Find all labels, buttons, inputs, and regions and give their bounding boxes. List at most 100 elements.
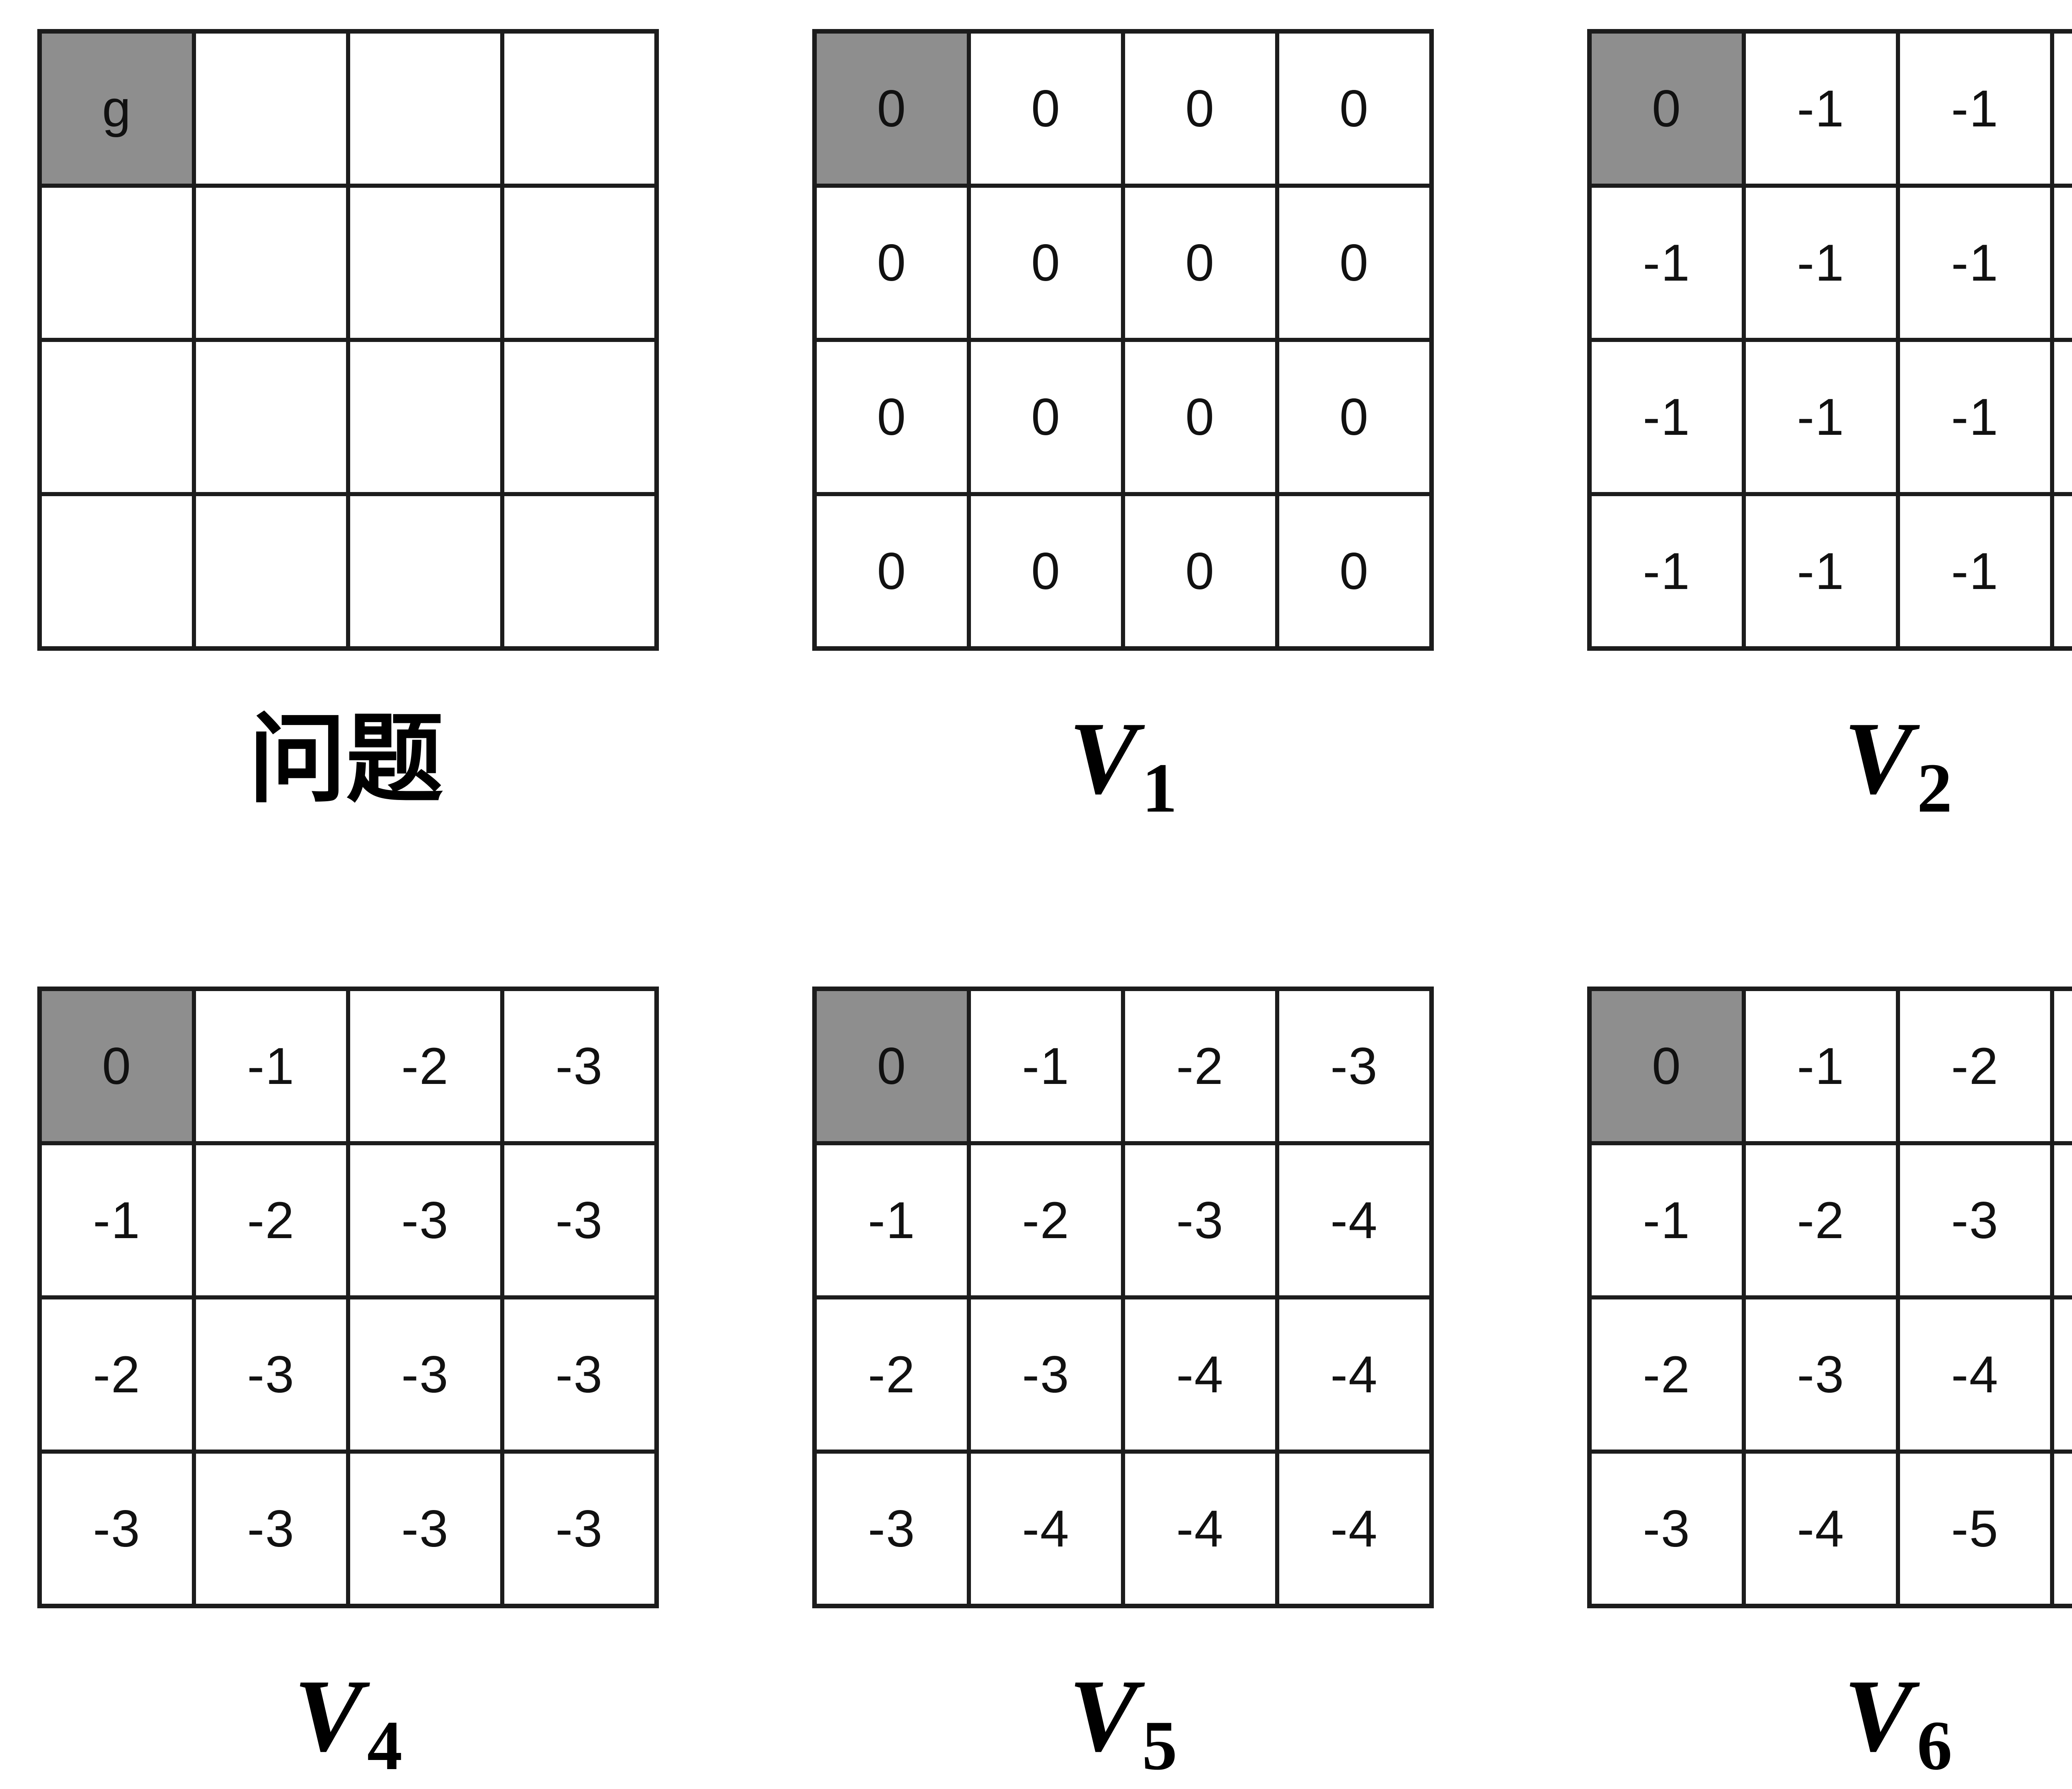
label-text: 问题 — [249, 706, 443, 814]
grid-cell-r2c1: -1 — [1746, 342, 1896, 492]
grid-cell-r0c2: 0 — [1125, 34, 1275, 184]
label-text: V — [1844, 1658, 1913, 1773]
goal-cell-r0c0: 0 — [42, 991, 192, 1141]
grid-cell-r3c3: -1 — [2054, 496, 2072, 646]
grid-cell-r1c2: -3 — [350, 1145, 500, 1295]
grid-cell-r3c1: -3 — [196, 1454, 346, 1604]
grid-cell-r3c0: -3 — [1592, 1454, 1742, 1604]
grid-cell-r3c2: -4 — [1125, 1454, 1275, 1604]
panel-label-problem: 问题 — [37, 696, 659, 821]
label-subscript: 1 — [1142, 749, 1177, 827]
grid-cell-r3c3: -3 — [504, 1454, 654, 1604]
label-subscript: 5 — [1142, 1707, 1177, 1784]
grid-cell-r0c2: -2 — [1900, 991, 2050, 1141]
grid-cell-r3c2 — [350, 496, 500, 646]
panel-problem: g 问题 — [37, 29, 659, 821]
grid-cell-r2c2: -3 — [350, 1299, 500, 1450]
grid-cell-r1c3 — [504, 188, 654, 338]
grid-cell-r3c2: -3 — [350, 1454, 500, 1604]
grid-cell-r3c2: 0 — [1125, 496, 1275, 646]
grid-cell-r2c3: -3 — [504, 1299, 654, 1450]
grid-cell-r2c0: -2 — [42, 1299, 192, 1450]
grid-problem: g — [37, 29, 659, 651]
figure-row-bottom: 0-1-2-3-1-2-3-3-2-3-3-3-3-3-3-3 V4 0-1-2… — [37, 987, 2072, 1784]
goal-cell-r0c0: 0 — [1592, 34, 1742, 184]
grid-cell-r0c3: -3 — [2054, 991, 2072, 1141]
grid-v4: 0-1-2-3-1-2-3-3-2-3-3-3-3-3-3-3 — [37, 987, 659, 1608]
grid-cell-r2c1: -3 — [971, 1299, 1121, 1450]
grid-cell-r2c2: -1 — [1900, 342, 2050, 492]
grid-cell-r1c2: 0 — [1125, 188, 1275, 338]
grid-cell-r2c0: -2 — [1592, 1299, 1742, 1450]
panel-label-v1: V1 — [812, 696, 1434, 827]
grid-cell-r3c1: -4 — [971, 1454, 1121, 1604]
label-text: V — [294, 1658, 363, 1773]
panel-label-v5: V5 — [812, 1654, 1434, 1784]
grid-cell-r3c0: -1 — [1592, 496, 1742, 646]
grid-cell-r2c3 — [504, 342, 654, 492]
grid-cell-r1c1: -2 — [971, 1145, 1121, 1295]
grid-cell-r3c3: -4 — [1279, 1454, 1429, 1604]
grid-cell-r1c2 — [350, 188, 500, 338]
grid-v2: 0-1-1-1-1-1-1-1-1-1-1-1-1-1-1-1 — [1587, 29, 2072, 651]
grid-cell-r0c3: 0 — [1279, 34, 1429, 184]
grid-cell-r2c3: -4 — [1279, 1299, 1429, 1450]
grid-cell-r2c1: -3 — [1746, 1299, 1896, 1450]
grid-cell-r2c1: -3 — [196, 1299, 346, 1450]
grid-cell-r0c1: -1 — [196, 991, 346, 1141]
grid-cell-r1c0: 0 — [817, 188, 967, 338]
grid-cell-r1c1: 0 — [971, 188, 1121, 338]
grid-cell-r1c3: -4 — [1279, 1145, 1429, 1295]
grid-cell-r1c0: -1 — [1592, 1145, 1742, 1295]
grid-cell-r2c3: 0 — [1279, 342, 1429, 492]
grid-cell-r2c3: -1 — [2054, 342, 2072, 492]
grid-cell-r1c1: -2 — [196, 1145, 346, 1295]
grid-cell-r1c0: -1 — [817, 1145, 967, 1295]
panel-label-v2: V2 — [1587, 696, 2072, 827]
grid-cell-r1c1 — [196, 188, 346, 338]
grid-cell-r3c1: -4 — [1746, 1454, 1896, 1604]
grid-cell-r3c0: -3 — [817, 1454, 967, 1604]
panel-v4: 0-1-2-3-1-2-3-3-2-3-3-3-3-3-3-3 V4 — [37, 987, 659, 1784]
grid-cell-r2c1: 0 — [971, 342, 1121, 492]
grid-cell-r3c2: -1 — [1900, 496, 2050, 646]
grid-cell-r2c0 — [42, 342, 192, 492]
grid-cell-r2c0: -2 — [817, 1299, 967, 1450]
label-text: V — [1069, 1658, 1138, 1773]
grid-v5: 0-1-2-3-1-2-3-4-2-3-4-4-3-4-4-4 — [812, 987, 1434, 1608]
grid-cell-r0c3: -3 — [1279, 991, 1429, 1141]
goal-cell-r0c0: 0 — [817, 991, 967, 1141]
grid-cell-r3c3 — [504, 496, 654, 646]
grid-cell-r0c2 — [350, 34, 500, 184]
grid-cell-r1c2: -3 — [1900, 1145, 2050, 1295]
grid-cell-r0c1: 0 — [971, 34, 1121, 184]
grid-cell-r3c1: -1 — [1746, 496, 1896, 646]
label-subscript: 4 — [367, 1707, 402, 1784]
grid-cell-r1c3: -3 — [504, 1145, 654, 1295]
grid-cell-r1c2: -1 — [1900, 188, 2050, 338]
grid-cell-r2c1 — [196, 342, 346, 492]
grid-cell-r0c2: -2 — [350, 991, 500, 1141]
grid-cell-r3c2: -5 — [1900, 1454, 2050, 1604]
panel-v6: 0-1-2-3-1-2-3-4-2-3-4-5-3-4-5-5 V6 — [1587, 987, 2072, 1784]
grid-cell-r2c3: -5 — [2054, 1299, 2072, 1450]
panel-label-v6: V6 — [1587, 1654, 2072, 1784]
grid-cell-r3c0: 0 — [817, 496, 967, 646]
grid-cell-r3c0 — [42, 496, 192, 646]
grid-cell-r1c0: -1 — [42, 1145, 192, 1295]
panel-v5: 0-1-2-3-1-2-3-4-2-3-4-4-3-4-4-4 V5 — [812, 987, 1434, 1784]
grid-cell-r2c2 — [350, 342, 500, 492]
grid-cell-r3c3: -5 — [2054, 1454, 2072, 1604]
grid-cell-r0c3 — [504, 34, 654, 184]
grid-cell-r2c0: 0 — [817, 342, 967, 492]
grid-cell-r3c3: 0 — [1279, 496, 1429, 646]
grid-cell-r0c1: -1 — [971, 991, 1121, 1141]
grid-cell-r0c1: -1 — [1746, 34, 1896, 184]
grid-cell-r1c3: -1 — [2054, 188, 2072, 338]
goal-cell-r0c0: 0 — [817, 34, 967, 184]
grid-cell-r1c1: -1 — [1746, 188, 1896, 338]
